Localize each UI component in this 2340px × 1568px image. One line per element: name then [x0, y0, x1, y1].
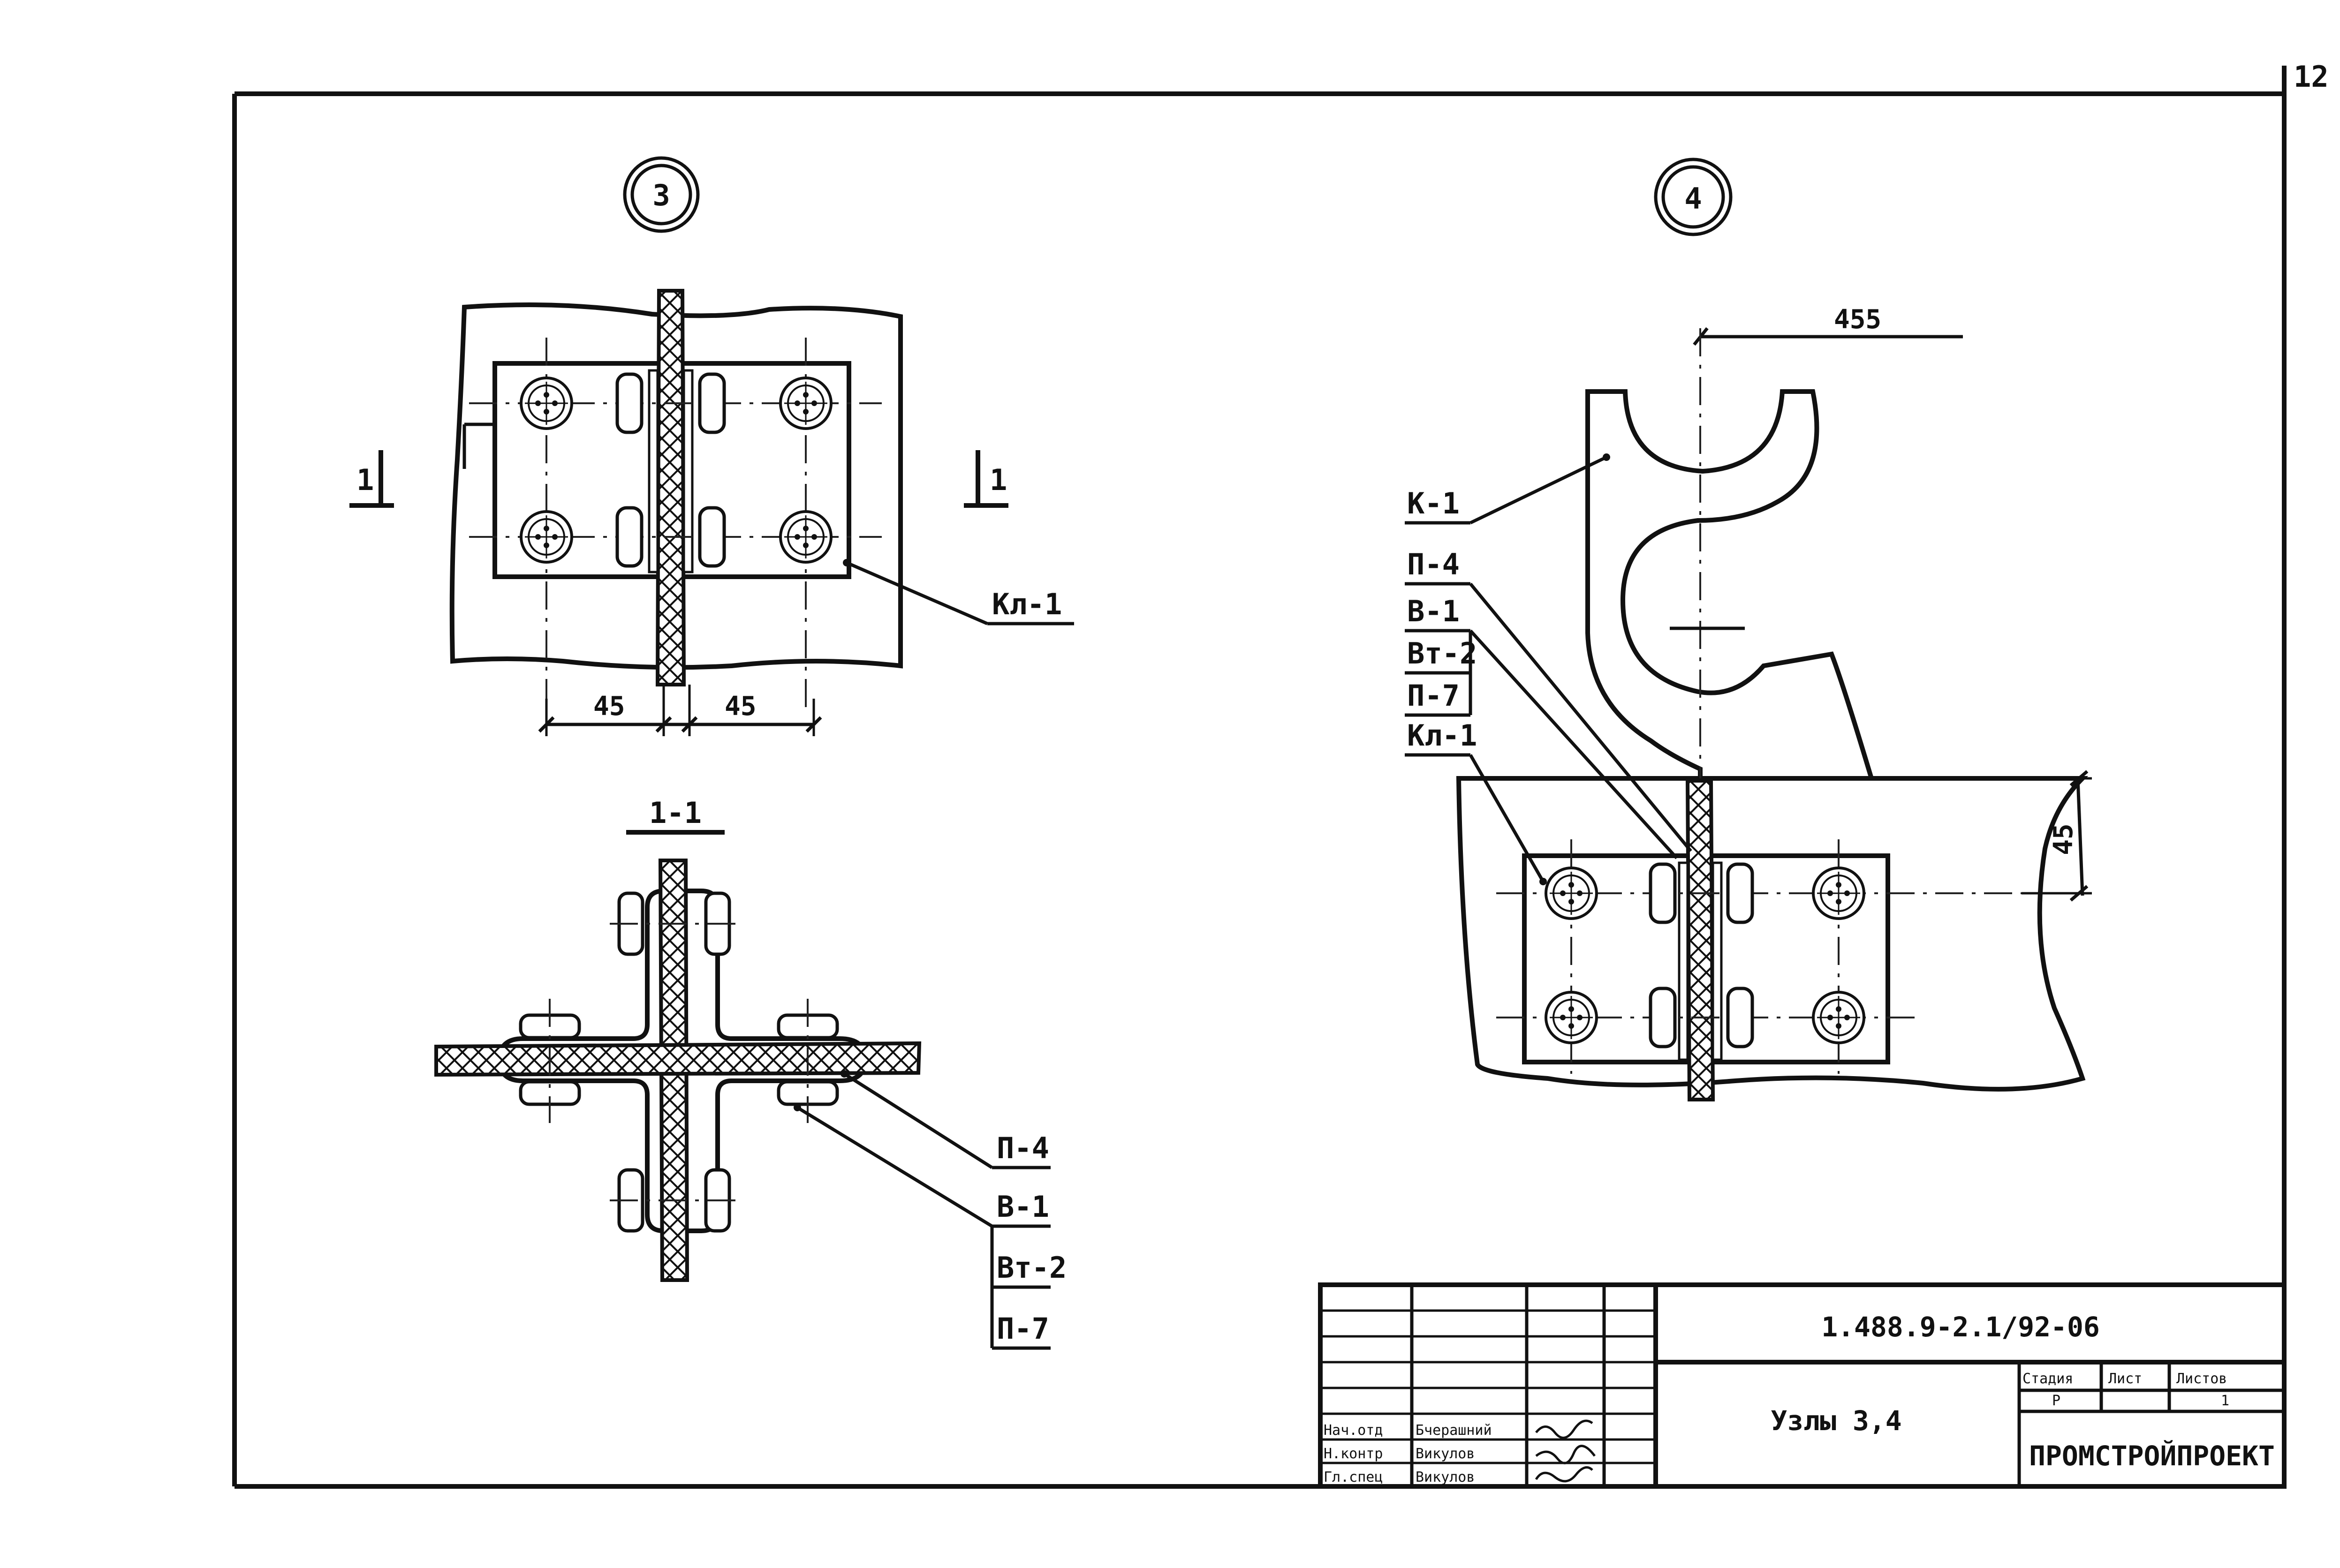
section-mark-right — [964, 450, 1008, 508]
node-4-dim-side-value: 45 — [2048, 823, 2079, 855]
node-4-dim-top-value: 455 — [1834, 304, 1881, 335]
node-4-dim-top — [1693, 327, 1963, 346]
tb-drawing-title: Узлы 3,4 — [1771, 1405, 1901, 1437]
node-4-hook-k1 — [1585, 389, 1875, 781]
section-axes — [549, 923, 809, 1201]
node-4-leaders — [1405, 453, 1692, 885]
tb-sheets-value: 1 — [2221, 1393, 2229, 1409]
node-4-label-p7: П-7 — [1407, 678, 1460, 713]
node-4-label-vt2: Вт-2 — [1407, 636, 1477, 671]
node-4-label-k1: К-1 — [1407, 486, 1460, 520]
section-label-vt2: Вт-2 — [997, 1251, 1067, 1285]
node-3-vertical-rail — [648, 289, 694, 686]
section-label-v1: В-1 — [997, 1190, 1049, 1224]
tb-role-1: Нач.отд — [1324, 1422, 1383, 1439]
page-number: 12 — [2294, 60, 2329, 94]
node-4-plate-outline — [1456, 776, 2089, 1092]
node-4-vertical-rail — [1678, 779, 1723, 1101]
tb-role-3: Гл.спец — [1324, 1469, 1383, 1485]
node-3-marker-number: 3 — [652, 178, 670, 212]
node-4-marker-number: 4 — [1684, 181, 1702, 216]
sheet-frame — [232, 66, 2287, 1489]
node-4-dim-side — [2022, 770, 2092, 902]
section-title: 1-1 — [649, 796, 702, 830]
title-block — [1318, 1282, 2287, 1489]
tb-org: ПРОМСТРОЙПРОЕКТ — [2029, 1440, 2275, 1472]
node-3-marker — [623, 156, 700, 233]
tb-stage-header: Стадия — [2022, 1371, 2073, 1387]
node-3-leader-kl — [843, 559, 1074, 626]
section-mark-left-number: 1 — [356, 463, 374, 497]
node-3-slab-outline — [449, 302, 903, 670]
node-3-dimensions — [538, 685, 822, 736]
node-4-label-kl1: Кл-1 — [1407, 718, 1477, 753]
node-4-label-v1: В-1 — [1407, 594, 1460, 628]
section-label-p7: П-7 — [997, 1312, 1049, 1346]
tb-sheets-header: Листов — [2176, 1371, 2227, 1387]
section-label-p4: П-4 — [997, 1131, 1049, 1165]
section-mark-left — [349, 450, 394, 508]
tb-document-code: 1.488.9-2.1/92-06 — [1821, 1311, 2100, 1343]
tb-name-3: Викулов — [1416, 1469, 1475, 1485]
section-mark-right-number: 1 — [990, 463, 1007, 497]
section-leaders — [794, 1070, 1051, 1350]
node-3-label-kl: Кл-1 — [992, 587, 1062, 621]
tb-role-2: Н.контр — [1324, 1446, 1383, 1462]
tb-name-1: Бчерашний — [1416, 1422, 1492, 1439]
tb-name-2: Викулов — [1416, 1446, 1475, 1462]
node-4-axes — [1496, 328, 2078, 1074]
node-4-label-p4: П-4 — [1407, 547, 1460, 581]
node-3-dim-right: 45 — [725, 691, 756, 722]
tb-stage-value: Р — [2052, 1393, 2060, 1409]
node-4-marker — [1654, 158, 1733, 236]
node-3-dim-left: 45 — [593, 691, 625, 722]
tb-sheet-header: Лист — [2108, 1371, 2142, 1387]
